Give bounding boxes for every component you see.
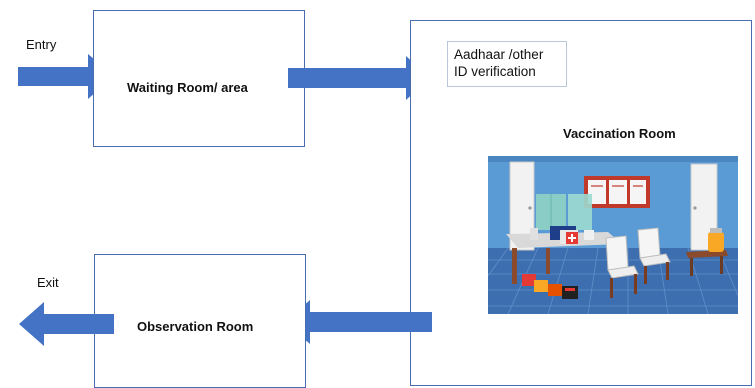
arrow-to-observation: [285, 300, 432, 344]
vaccination-room-label: Vaccination Room: [563, 126, 676, 141]
waiting-room-box: [93, 10, 305, 147]
entry-label: Entry: [26, 37, 57, 52]
entry-arrow: [18, 54, 114, 99]
id-verification-line1: Aadhaar /other: [454, 47, 544, 62]
id-verification-line2: ID verification: [454, 64, 536, 79]
observation-room-label: Observation Room: [137, 319, 254, 334]
waiting-room-label: Waiting Room/ area: [127, 80, 248, 95]
id-verification-box: Aadhaar /other ID verification: [447, 41, 567, 87]
exit-arrow: [19, 302, 114, 346]
observation-room-box: [94, 254, 306, 388]
arrow-to-vaccination: [288, 56, 430, 100]
exit-label: Exit: [37, 275, 59, 290]
vaccination-room-illustration: [488, 156, 738, 314]
